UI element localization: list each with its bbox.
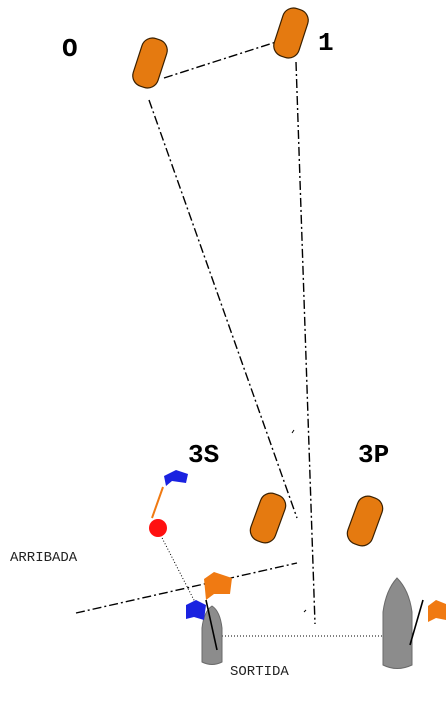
course-lines bbox=[75, 41, 316, 625]
blue-flag-icon bbox=[164, 470, 188, 486]
finish-line bbox=[75, 562, 298, 614]
start-label: SORTIDA bbox=[230, 664, 289, 680]
orange-flag-icon bbox=[428, 600, 446, 622]
buoy-icon-3s bbox=[249, 492, 287, 544]
finish-label: ARRIBADA bbox=[10, 550, 78, 566]
committee-boat-icon bbox=[186, 572, 232, 665]
ball-pole bbox=[151, 486, 164, 519]
buoy-icon-mark-0 bbox=[132, 37, 168, 89]
orange-flag-icon bbox=[204, 572, 232, 600]
line-mark0-to-mark1 bbox=[163, 41, 277, 79]
mark-label-0: O bbox=[62, 34, 78, 64]
mark-label-3p: 3P bbox=[358, 440, 389, 470]
ball-guide-line bbox=[157, 529, 198, 607]
mark-label-3s: 3S bbox=[188, 440, 219, 470]
tick-mark bbox=[291, 429, 295, 434]
buoy-icon-3p bbox=[346, 495, 384, 547]
buoys bbox=[132, 7, 384, 547]
line-mark1-to-start bbox=[295, 61, 316, 625]
blue-flag-icon bbox=[186, 600, 206, 620]
red-ball-icon bbox=[149, 519, 167, 537]
tick-mark bbox=[303, 609, 307, 613]
mark-label-1: 1 bbox=[318, 28, 334, 58]
buoy-icon-mark-1 bbox=[273, 7, 309, 59]
pin-boat-icon bbox=[382, 577, 446, 669]
line-mark0-to-3s-gate bbox=[148, 99, 298, 519]
